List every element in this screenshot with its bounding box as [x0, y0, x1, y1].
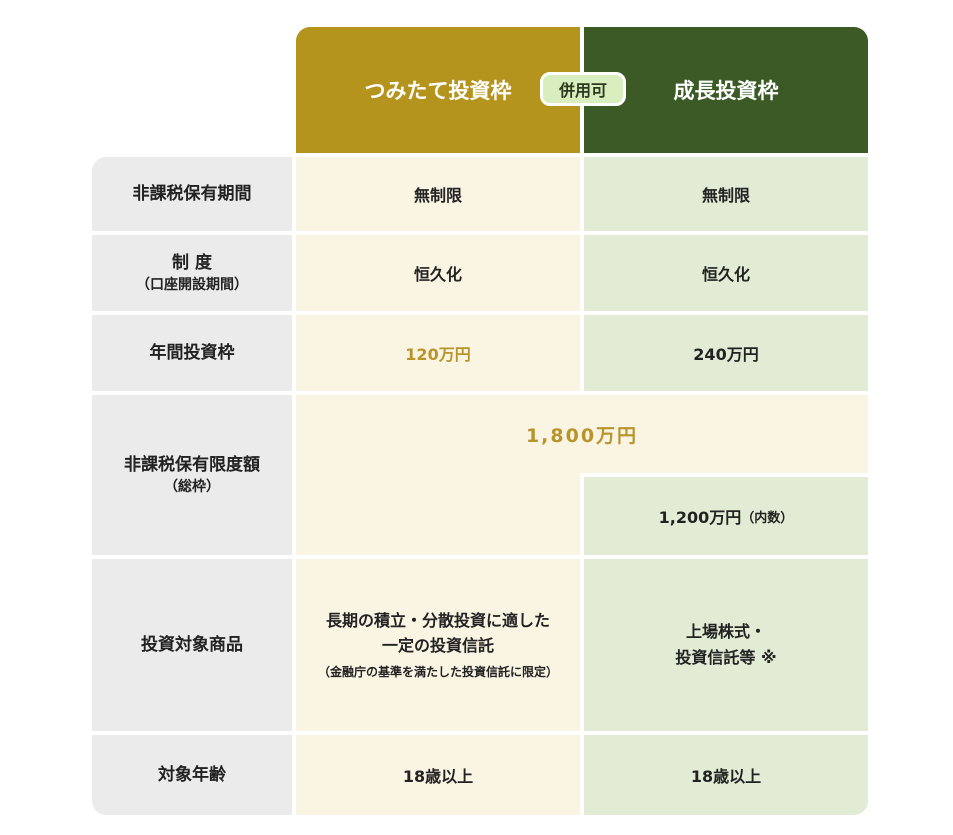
tsumitate-system: 恒久化 — [296, 235, 580, 311]
tsumitate-annual: 120万円 — [296, 315, 580, 391]
seicho-annual: 240万円 — [584, 315, 868, 391]
tsumitate-products: 長期の積立・分散投資に適した 一定の投資信託 （金融庁の基準を満たした投資信託に… — [296, 559, 580, 731]
label-products-text: 投資対象商品 — [141, 634, 243, 655]
label-period-text: 非課税保有期間 — [132, 183, 252, 204]
label-limit: 非課税保有限度額 （総枠） — [92, 395, 292, 555]
label-period: 非課税保有期間 — [92, 157, 292, 231]
seicho-period: 無制限 — [584, 157, 868, 231]
tsumitate-annual-value: 120万円 — [405, 345, 471, 364]
seicho-age-value: 18歳以上 — [690, 767, 762, 786]
tsumitate-header: つみたて投資枠 — [296, 27, 580, 153]
total-limit: 1,800万円 — [296, 395, 868, 473]
label-annual: 年間投資枠 — [92, 315, 292, 391]
total-limit-value: 1,800万円 — [525, 424, 639, 447]
seicho-system-value: 恒久化 — [701, 265, 750, 284]
tsumitate-products-note: （金融庁の基準を満たした投資信託に限定） — [317, 665, 558, 679]
label-age: 対象年齢 — [92, 735, 292, 815]
label-products: 投資対象商品 — [92, 559, 292, 731]
tsumitate-header-label: つみたて投資枠 — [364, 79, 512, 103]
seicho-products: 上場株式・ 投資信託等 ※ — [584, 559, 868, 731]
seicho-header: 成長投資枠 — [584, 27, 868, 153]
label-limit-subtext: （総枠） — [164, 478, 220, 495]
seicho-limit: 1,200万円 （内数） — [584, 477, 868, 555]
tsumitate-products-line2: 一定の投資信託 — [381, 636, 494, 656]
seicho-limit-value: 1,200万円 — [658, 508, 742, 527]
label-age-text: 対象年齢 — [158, 764, 226, 785]
seicho-age: 18歳以上 — [584, 735, 868, 815]
label-annual-text: 年間投資枠 — [149, 342, 235, 363]
seicho-system: 恒久化 — [584, 235, 868, 311]
tsumitate-limit-blank — [296, 473, 580, 555]
tsumitate-period: 無制限 — [296, 157, 580, 231]
tsumitate-age-value: 18歳以上 — [402, 767, 474, 786]
seicho-annual-value: 240万円 — [693, 345, 759, 364]
tsumitate-system-value: 恒久化 — [413, 265, 462, 284]
tsumitate-period-value: 無制限 — [413, 186, 462, 205]
seicho-period-value: 無制限 — [701, 186, 750, 205]
seicho-products-line1: 上場株式・ — [685, 622, 766, 642]
tsumitate-products-line1: 長期の積立・分散投資に適した — [325, 610, 550, 630]
label-system-text: 制 度 — [172, 252, 212, 273]
label-system: 制 度 （口座開設期間） — [92, 235, 292, 311]
tsumitate-age: 18歳以上 — [296, 735, 580, 815]
combined-use-badge: 併用可 — [540, 72, 626, 106]
label-system-subtext: （口座開設期間） — [136, 276, 248, 293]
seicho-products-line2: 投資信託等 ※ — [675, 648, 777, 667]
seicho-header-label: 成長投資枠 — [673, 79, 779, 103]
label-limit-text: 非課税保有限度額 — [124, 454, 260, 475]
seicho-limit-note: （内数） — [741, 510, 794, 526]
